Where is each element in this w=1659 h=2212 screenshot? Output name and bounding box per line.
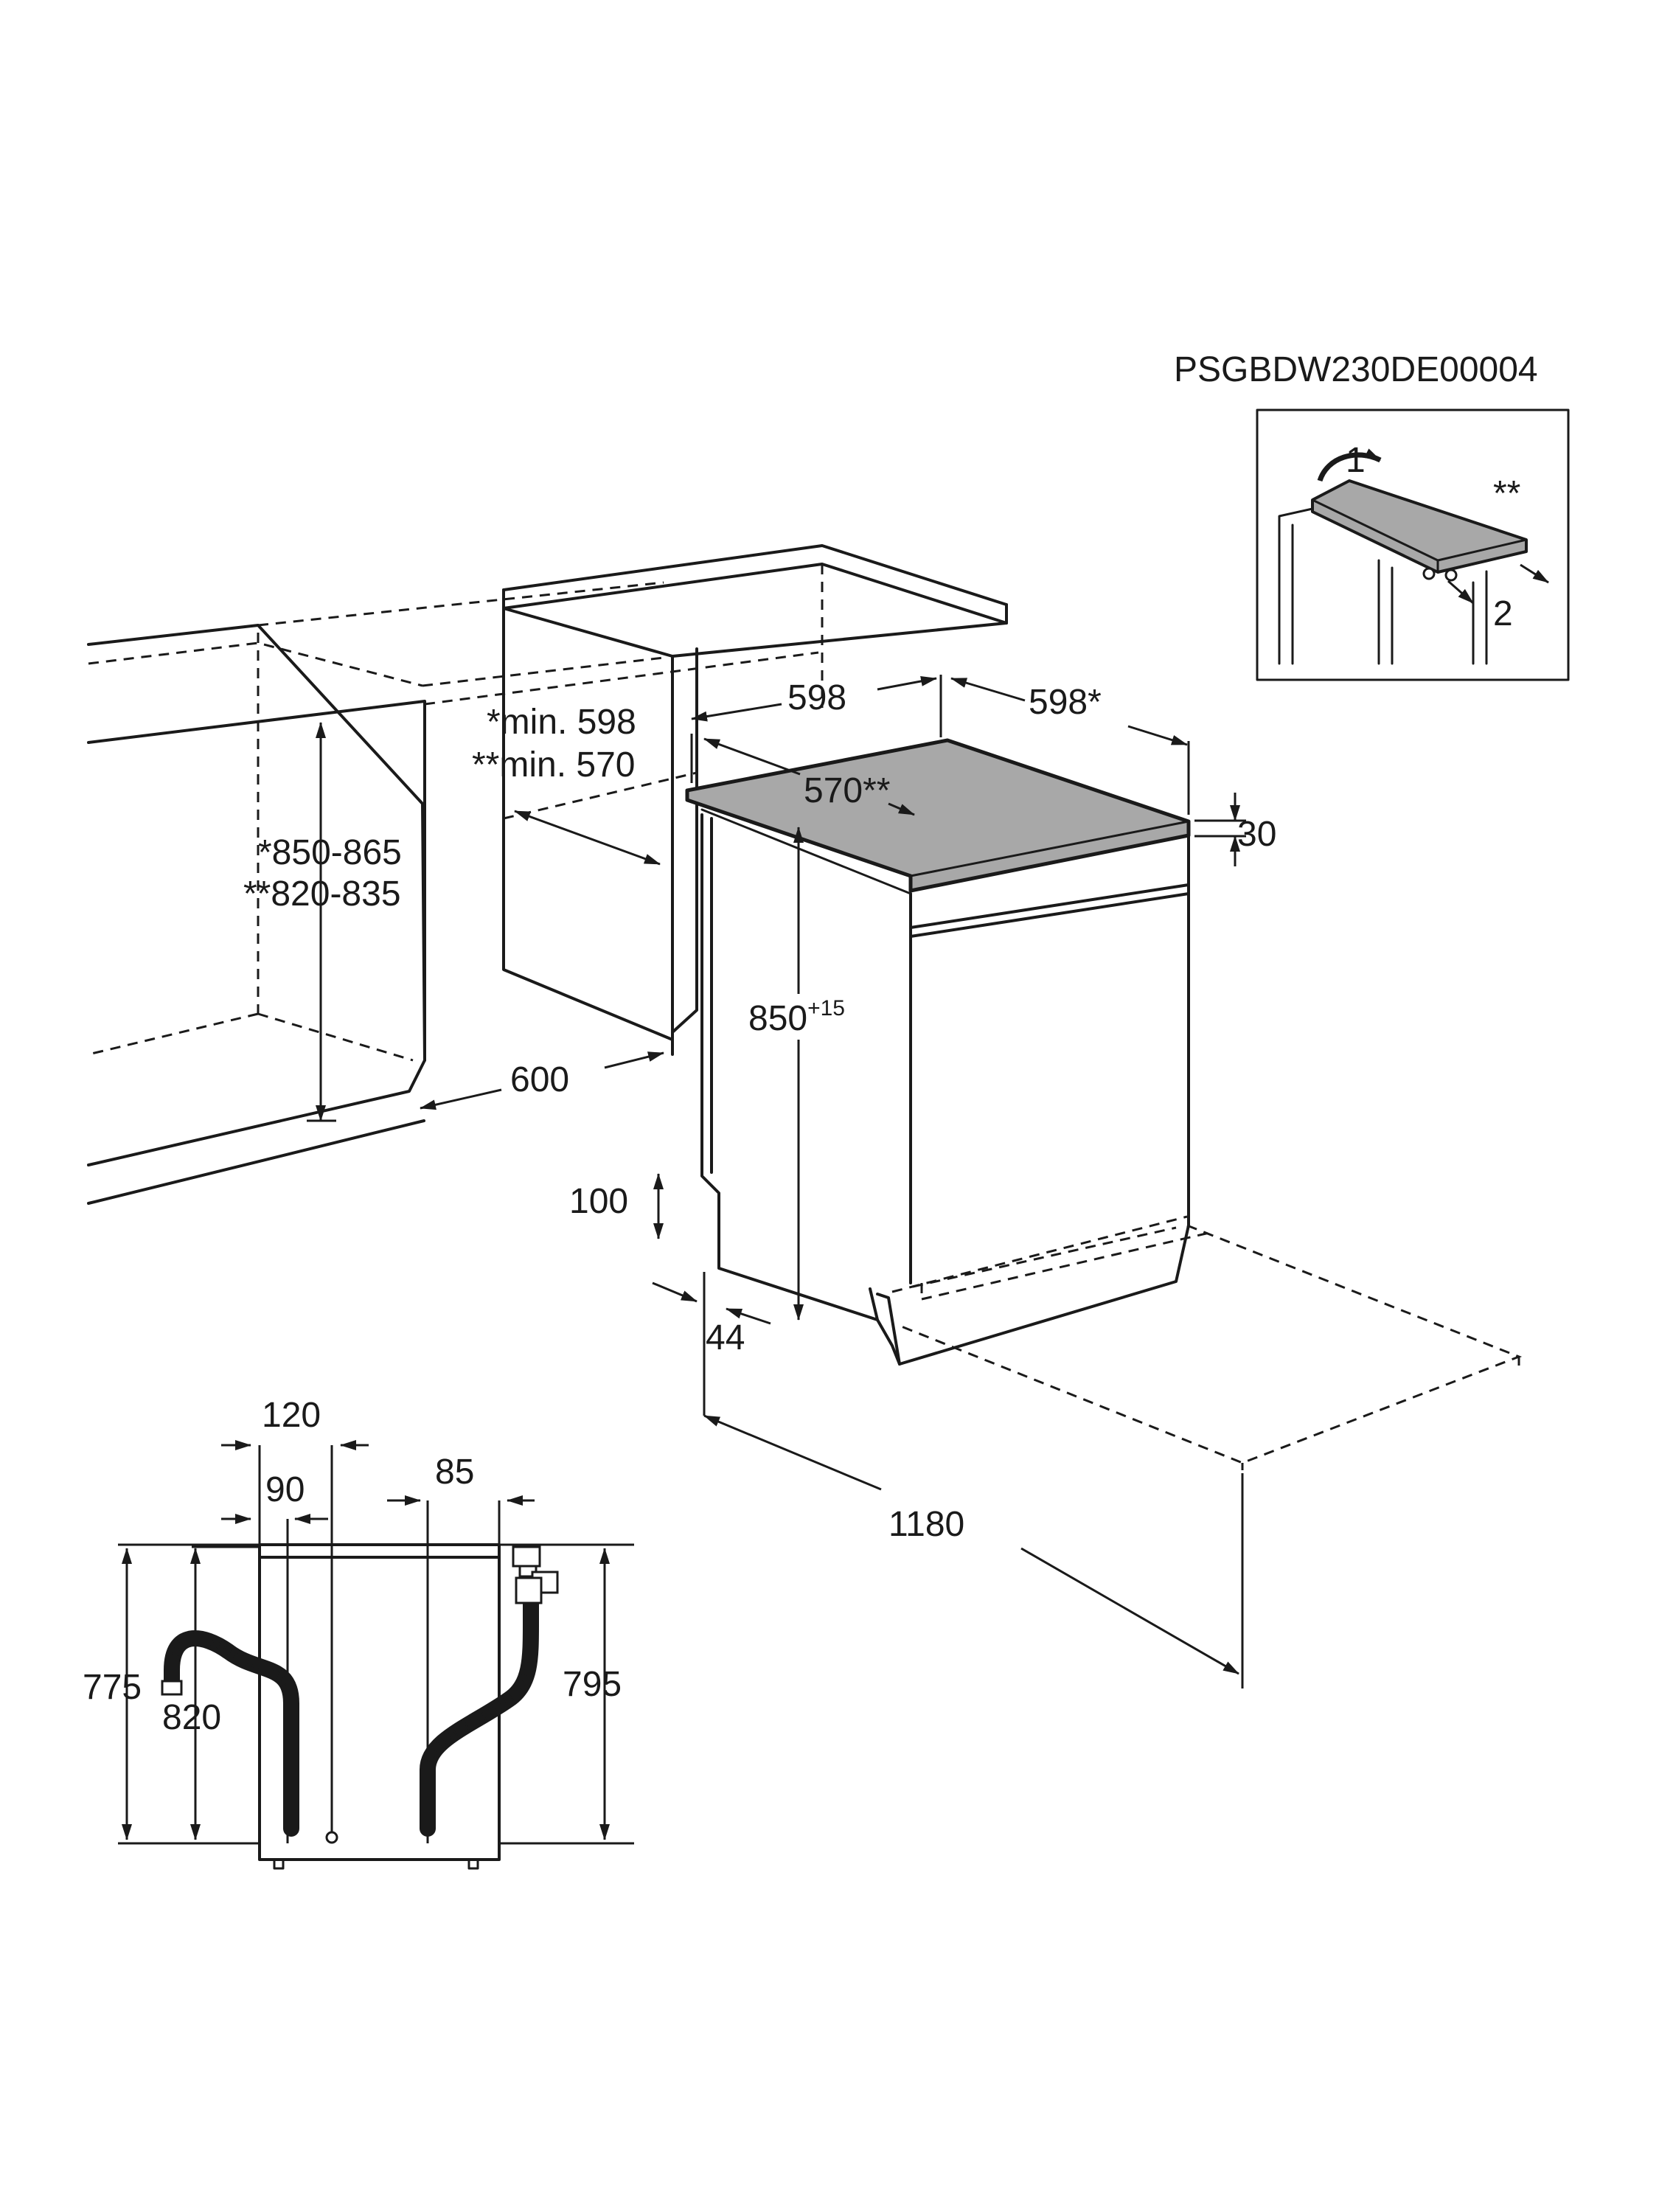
left-cabinet	[87, 581, 819, 1205]
niche-depth-label: 600	[510, 1060, 569, 1099]
dishwasher	[685, 738, 1523, 1470]
niche-height-dimension	[307, 722, 336, 1122]
depth-dimension	[950, 677, 1190, 815]
door-open-dimension	[703, 1414, 1244, 1688]
niche-height-2: **820-835	[243, 874, 401, 914]
height-label: 850+15	[748, 996, 845, 1038]
niche-depth-dimension	[420, 1051, 664, 1110]
inset-step-1-label: 1	[1346, 441, 1366, 480]
inset-worktop	[1311, 479, 1528, 574]
inset-marker-label: **	[1493, 474, 1520, 513]
curved-arrow-icon	[1317, 448, 1382, 482]
inset-worktop-removal	[1256, 408, 1570, 681]
depth-alt-dimension	[703, 737, 915, 816]
niche-width-min-2: **min. 570	[472, 745, 635, 785]
plinth-depth-label: 44	[706, 1318, 745, 1357]
rear-dim-90: 90	[265, 1470, 305, 1509]
door-open-label: 1180	[888, 1505, 964, 1544]
plinth-depth-dimension	[652, 1272, 771, 1416]
inset-frame	[1256, 408, 1570, 681]
niche-width-dimension	[514, 810, 661, 866]
rear-dim-775: 775	[83, 1668, 142, 1707]
drawing-code: PSGBDW230DE00004	[1174, 350, 1538, 389]
dishwasher-worktop	[685, 738, 1191, 893]
depth-alt-label: 570**	[804, 771, 890, 810]
rear-dim-85: 85	[435, 1453, 474, 1492]
arrow-icon	[1447, 580, 1474, 605]
width-dimension	[690, 675, 942, 783]
niche-width-min-1: *min. 598	[487, 703, 636, 742]
rear-dim-120: 120	[262, 1396, 321, 1435]
inset-step-2-label: 2	[1493, 594, 1513, 633]
niche-height-1: *850-865	[258, 833, 402, 872]
width-label: 598	[787, 678, 846, 717]
height-base: 850	[748, 999, 807, 1038]
top-thickness-label: 30	[1237, 815, 1276, 854]
middle-cabinet	[502, 544, 1008, 1056]
rear-dim-795: 795	[563, 1665, 622, 1704]
rear-dim-820: 820	[162, 1698, 221, 1737]
height-tolerance: +15	[807, 996, 845, 1020]
top-thickness-dimension	[1194, 793, 1246, 866]
rear-view	[118, 1440, 634, 1870]
arrow-icon	[1520, 563, 1549, 584]
plinth-height-label: 100	[569, 1182, 628, 1221]
depth-label: 598*	[1029, 683, 1102, 722]
